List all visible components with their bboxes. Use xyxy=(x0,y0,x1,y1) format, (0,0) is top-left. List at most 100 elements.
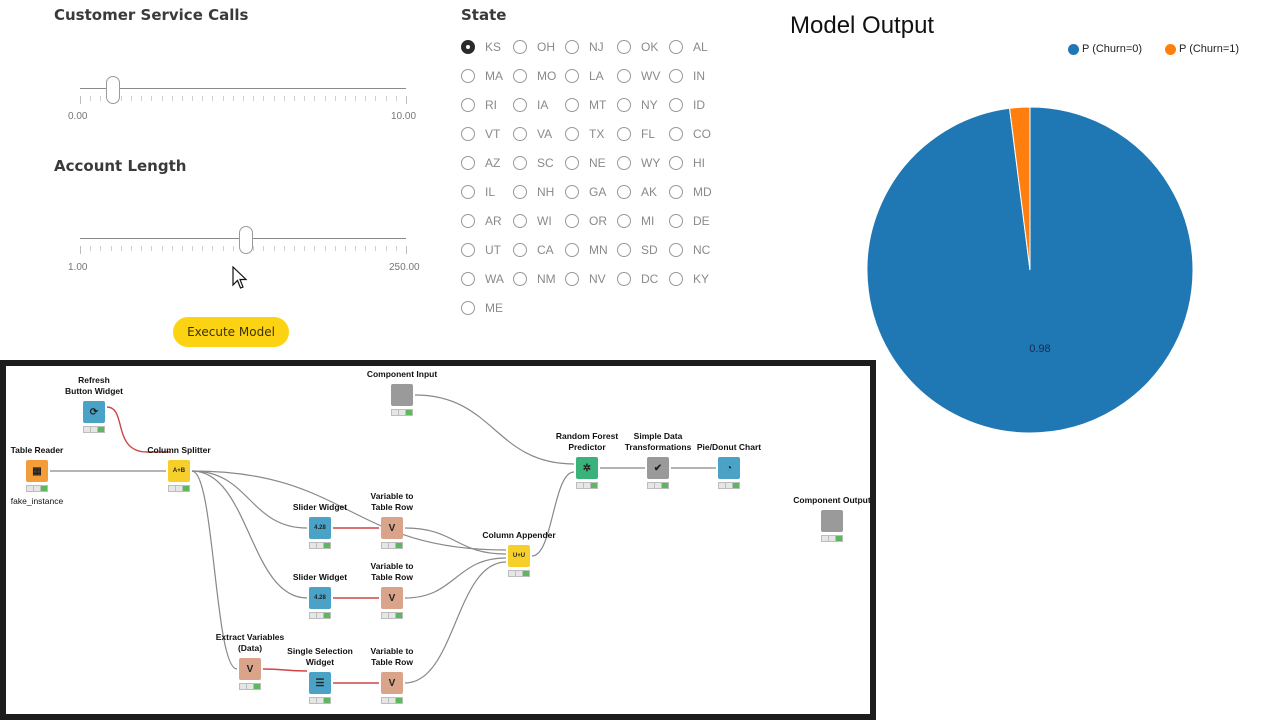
state-radio-co[interactable]: CO xyxy=(669,125,711,143)
radio-circle[interactable] xyxy=(617,243,631,257)
account-length-slider[interactable] xyxy=(80,226,407,266)
state-radio-ga[interactable]: GA xyxy=(565,183,606,201)
connection-column-appender-to-rf-predictor[interactable] xyxy=(531,471,575,557)
radio-circle[interactable] xyxy=(565,98,579,112)
radio-circle[interactable] xyxy=(461,40,475,54)
state-radio-ca[interactable]: CA xyxy=(513,241,554,259)
radio-circle[interactable] xyxy=(461,185,475,199)
state-radio-nm[interactable]: NM xyxy=(513,270,556,288)
node-slider-1[interactable]: 4.28 xyxy=(309,517,331,539)
radio-circle[interactable] xyxy=(513,214,527,228)
radio-circle[interactable] xyxy=(669,98,683,112)
radio-circle[interactable] xyxy=(617,98,631,112)
radio-circle[interactable] xyxy=(669,243,683,257)
node-rf-predictor[interactable]: ✲ xyxy=(576,457,598,479)
state-radio-ia[interactable]: IA xyxy=(513,96,548,114)
state-radio-az[interactable]: AZ xyxy=(461,154,500,172)
connection-var-row-1-to-column-appender[interactable] xyxy=(404,527,507,555)
state-radio-al[interactable]: AL xyxy=(669,38,708,56)
radio-circle[interactable] xyxy=(669,127,683,141)
state-radio-ne[interactable]: NE xyxy=(565,154,606,172)
state-radio-wa[interactable]: WA xyxy=(461,270,504,288)
node-var-row-2[interactable]: V xyxy=(381,587,403,609)
node-component-output[interactable] xyxy=(821,510,843,532)
state-radio-ny[interactable]: NY xyxy=(617,96,658,114)
radio-circle[interactable] xyxy=(617,127,631,141)
slider-thumb[interactable] xyxy=(105,76,120,104)
radio-circle[interactable] xyxy=(565,69,579,83)
radio-circle[interactable] xyxy=(513,185,527,199)
connection-column-splitter-to-slider-2[interactable] xyxy=(191,470,308,599)
radio-circle[interactable] xyxy=(669,272,683,286)
legend-item-churn-0[interactable]: P (Churn=0) xyxy=(1068,43,1142,55)
radio-circle[interactable] xyxy=(565,127,579,141)
state-radio-fl[interactable]: FL xyxy=(617,125,655,143)
state-radio-tx[interactable]: TX xyxy=(565,125,604,143)
radio-circle[interactable] xyxy=(461,272,475,286)
state-radio-ok[interactable]: OK xyxy=(617,38,658,56)
connection-refresh-to-column-splitter[interactable] xyxy=(106,406,170,453)
radio-circle[interactable] xyxy=(617,272,631,286)
state-radio-nc[interactable]: NC xyxy=(669,241,710,259)
node-pie-chart[interactable]: ◔ xyxy=(718,457,740,479)
radio-circle[interactable] xyxy=(669,156,683,170)
radio-circle[interactable] xyxy=(669,214,683,228)
radio-circle[interactable] xyxy=(461,69,475,83)
radio-circle[interactable] xyxy=(617,40,631,54)
state-radio-la[interactable]: LA xyxy=(565,67,604,85)
connection-component-input-to-rf-predictor[interactable] xyxy=(414,394,575,465)
pie-slice-1[interactable] xyxy=(1009,106,1031,271)
radio-circle[interactable] xyxy=(617,69,631,83)
state-radio-dc[interactable]: DC xyxy=(617,270,658,288)
state-radio-or[interactable]: OR xyxy=(565,212,607,230)
connection-var-row-2-to-column-appender[interactable] xyxy=(404,557,507,599)
radio-circle[interactable] xyxy=(513,40,527,54)
customer-service-calls-slider[interactable] xyxy=(80,76,407,116)
radio-circle[interactable] xyxy=(617,156,631,170)
node-var-row-1[interactable]: V xyxy=(381,517,403,539)
radio-circle[interactable] xyxy=(513,98,527,112)
radio-circle[interactable] xyxy=(565,40,579,54)
state-radio-vt[interactable]: VT xyxy=(461,125,500,143)
radio-circle[interactable] xyxy=(565,214,579,228)
radio-circle[interactable] xyxy=(461,214,475,228)
state-radio-mn[interactable]: MN xyxy=(565,241,608,259)
state-radio-wv[interactable]: WV xyxy=(617,67,660,85)
slider-thumb[interactable] xyxy=(239,226,254,254)
radio-circle[interactable] xyxy=(669,40,683,54)
state-radio-hi[interactable]: HI xyxy=(669,154,705,172)
connection-extract-vars-to-single-selection[interactable] xyxy=(262,668,308,672)
state-radio-nj[interactable]: NJ xyxy=(565,38,604,56)
state-radio-ky[interactable]: KY xyxy=(669,270,709,288)
state-radio-ma[interactable]: MA xyxy=(461,67,503,85)
radio-circle[interactable] xyxy=(669,185,683,199)
state-radio-mo[interactable]: MO xyxy=(513,67,556,85)
node-extract-vars[interactable]: V xyxy=(239,658,261,680)
radio-circle[interactable] xyxy=(513,243,527,257)
radio-circle[interactable] xyxy=(617,214,631,228)
radio-circle[interactable] xyxy=(565,243,579,257)
node-var-row-3[interactable]: V xyxy=(381,672,403,694)
state-radio-mt[interactable]: MT xyxy=(565,96,606,114)
state-radio-in[interactable]: IN xyxy=(669,67,705,85)
radio-circle[interactable] xyxy=(513,127,527,141)
connection-column-splitter-to-column-appender[interactable] xyxy=(191,470,507,551)
radio-circle[interactable] xyxy=(461,301,475,315)
state-radio-md[interactable]: MD xyxy=(669,183,712,201)
radio-circle[interactable] xyxy=(669,69,683,83)
radio-circle[interactable] xyxy=(565,156,579,170)
node-single-selection[interactable]: ☰ xyxy=(309,672,331,694)
state-radio-ri[interactable]: RI xyxy=(461,96,497,114)
legend-item-churn-1[interactable]: P (Churn=1) xyxy=(1165,43,1239,55)
radio-circle[interactable] xyxy=(513,156,527,170)
state-radio-nh[interactable]: NH xyxy=(513,183,554,201)
node-refresh[interactable]: ⟳ xyxy=(83,401,105,423)
state-radio-sd[interactable]: SD xyxy=(617,241,658,259)
node-table-reader[interactable]: ▦ xyxy=(26,460,48,482)
connection-var-row-3-to-column-appender[interactable] xyxy=(404,561,507,684)
radio-circle[interactable] xyxy=(565,272,579,286)
radio-circle[interactable] xyxy=(461,156,475,170)
state-radio-va[interactable]: VA xyxy=(513,125,552,143)
node-column-appender[interactable]: U+U xyxy=(508,545,530,567)
